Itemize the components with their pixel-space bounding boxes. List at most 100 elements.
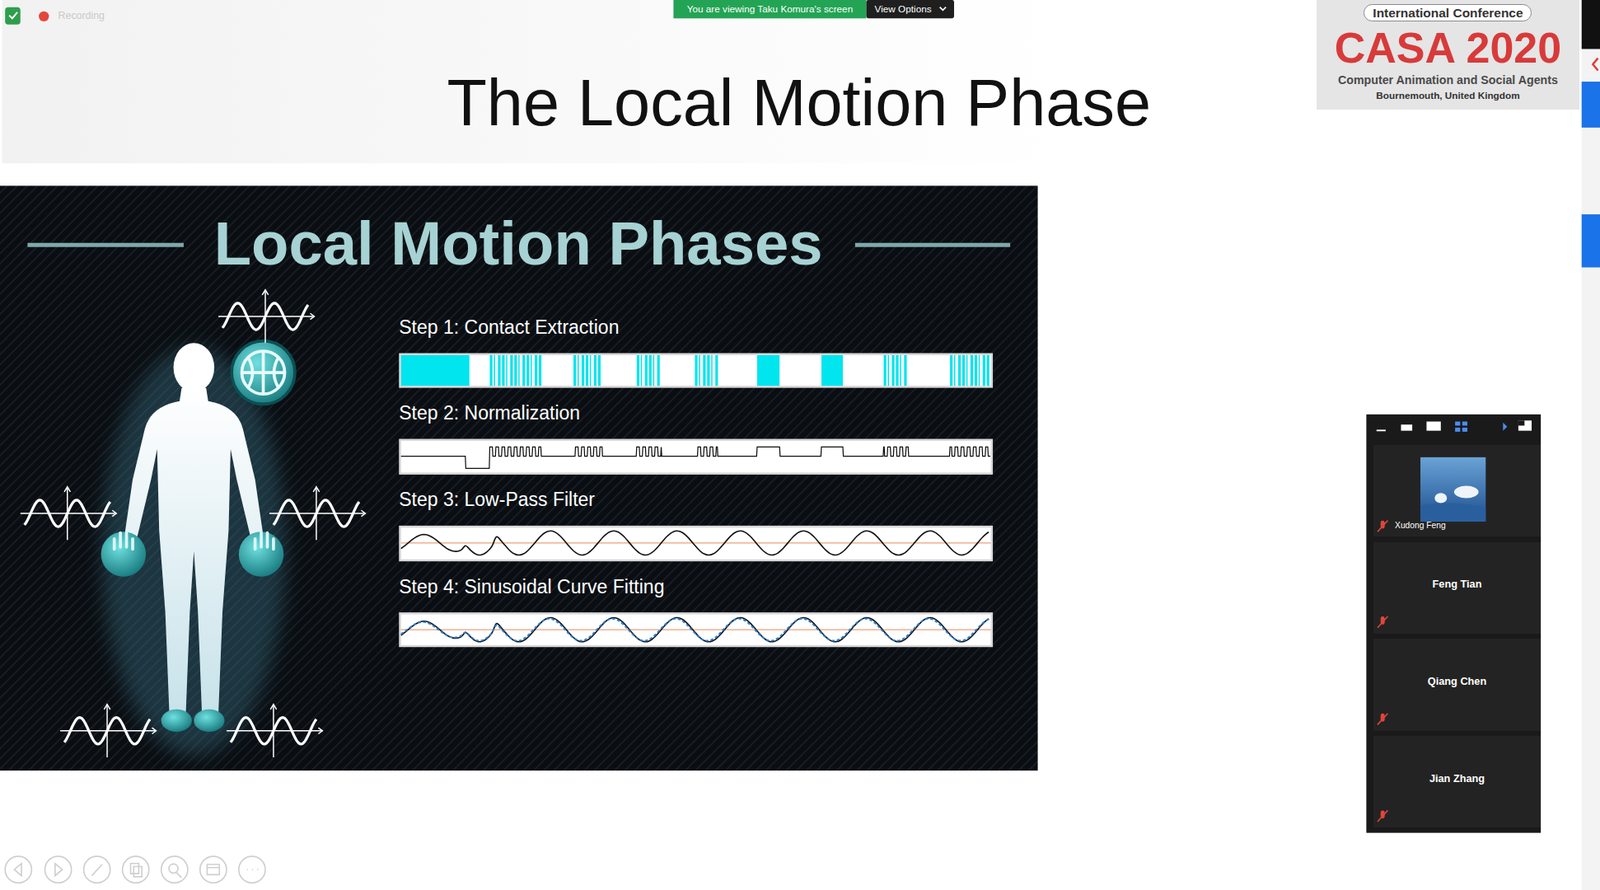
phase-icon — [152, 727, 157, 734]
phase-icon — [112, 509, 117, 516]
contact-bar — [949, 355, 953, 386]
contact-bar — [657, 355, 660, 386]
fitted-curve — [401, 617, 989, 642]
slide-image — [855, 243, 1011, 248]
contact-bar — [598, 355, 601, 386]
side-bars — [1581, 214, 1600, 267]
screen-share-banner: You are viewing Taku Komura's screen — [673, 0, 866, 19]
phase-icon — [103, 704, 110, 710]
muted-mic — [1377, 520, 1388, 533]
toolbar-button — [206, 864, 220, 875]
zoom-status — [38, 11, 49, 22]
toolbar-button — [130, 863, 143, 877]
contact-bar — [702, 355, 706, 386]
contact-bar — [594, 355, 597, 386]
participant-name: Feng Tian — [1373, 578, 1541, 590]
side-bars — [1581, 81, 1600, 128]
body-silhouette — [242, 350, 286, 394]
contact-bar — [978, 355, 980, 386]
muted-mic — [1377, 809, 1388, 822]
sinusoid-fit — [401, 618, 989, 641]
toolbar-button — [161, 856, 188, 883]
step-heading: Step 2: Normalization — [398, 402, 998, 424]
contact-bar — [493, 355, 495, 386]
signal-strips — [398, 353, 993, 389]
phase-icon — [310, 313, 315, 319]
participant-panel — [1518, 420, 1532, 431]
participant-panel — [1426, 421, 1441, 431]
participant-panel — [1366, 414, 1541, 833]
zoom-status — [940, 7, 946, 11]
contact-bar — [884, 355, 887, 386]
contact-bar — [645, 355, 648, 386]
zoom-status — [866, 0, 955, 19]
contact-bar — [589, 355, 591, 386]
logo-text: Bournemouth, United Kingdom — [1375, 90, 1520, 102]
contact-bar — [526, 355, 529, 386]
contact-bar — [653, 355, 655, 386]
body-silhouette — [173, 342, 216, 392]
muted-mic — [1377, 713, 1388, 726]
phase-icon — [273, 500, 360, 527]
recording-indicator: Recording — [58, 9, 141, 24]
body-silhouette — [193, 709, 225, 732]
contact-bar — [958, 355, 961, 386]
participant-name: Jian Zhang — [1373, 772, 1541, 785]
step-heading: Step 3: Low-Pass Filter — [398, 489, 998, 510]
muted-mic — [1377, 616, 1388, 628]
toolbar-button — [44, 856, 71, 883]
contact-bar — [577, 355, 579, 386]
toolbar-button — [4, 856, 32, 883]
participant-name: Qiang Chen — [1373, 675, 1541, 688]
zoom-status — [9, 12, 18, 19]
side-bars — [1581, 0, 1600, 890]
contact-bar — [509, 355, 513, 386]
slide-heading: Local Motion Phases — [153, 208, 885, 281]
phase-icon — [222, 303, 309, 330]
contact-bar — [505, 355, 507, 386]
toolbar-button — [44, 856, 71, 883]
participant-panel — [1518, 420, 1525, 426]
body-silhouette — [101, 531, 146, 576]
phase-icon — [20, 486, 117, 540]
avatar-image — [1420, 457, 1486, 522]
phase-icon — [60, 704, 156, 758]
muted-mic — [1380, 713, 1385, 722]
contact-bar — [530, 355, 532, 386]
phase-icon — [218, 290, 314, 343]
phase-icon — [226, 704, 323, 758]
step-heading: Step 4: Sinusoidal Curve Fitting — [398, 576, 998, 598]
signal-strips — [398, 439, 993, 475]
toolbar-button — [55, 863, 63, 876]
signal-strips — [401, 614, 992, 646]
contact-bar — [581, 355, 585, 386]
muted-mic — [1377, 713, 1388, 726]
phase-icon — [360, 509, 365, 516]
contact-bar — [401, 355, 470, 386]
toolbar-button — [84, 856, 111, 883]
toolbar-button — [168, 863, 178, 873]
filtered-curve — [401, 530, 989, 555]
contact-bar — [489, 355, 492, 386]
contact-bar — [636, 355, 640, 386]
toolbar-button — [200, 856, 227, 883]
phase-icon — [230, 717, 317, 744]
contact-bar — [522, 355, 525, 386]
body-silhouette — [231, 341, 295, 405]
side-bars — [1581, 0, 1600, 890]
signal-strips — [401, 527, 992, 559]
muted-mic — [1377, 520, 1388, 533]
contact-bar — [497, 355, 501, 386]
toolbar-button — [122, 856, 150, 883]
signal-strips — [401, 440, 992, 473]
contact-bar — [534, 355, 538, 386]
toolbar-button — [176, 872, 182, 878]
zoom-status — [4, 0, 955, 25]
muted-mic — [1377, 616, 1388, 628]
zoom-status — [4, 7, 21, 25]
contact-bar — [514, 355, 517, 386]
participant-panel — [1454, 421, 1460, 426]
side-bars — [1592, 58, 1598, 71]
participant-panel — [1400, 424, 1413, 431]
